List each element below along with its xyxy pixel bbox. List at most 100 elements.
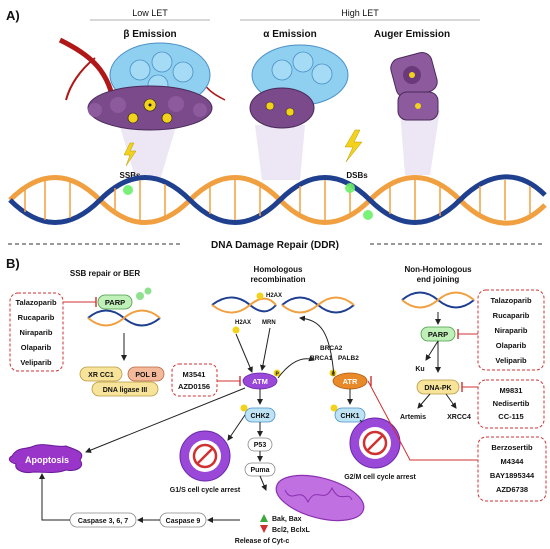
chk2-label: CHK2 [250, 413, 269, 420]
phospho-icon [256, 292, 264, 300]
alpha-tumor [249, 87, 315, 129]
artemis-label: Artemis [400, 414, 426, 421]
dnapk-inhibitor-box [477, 379, 545, 429]
bak-bax-label: Bak, Bax [272, 516, 302, 523]
g1s-cell-cycle [179, 430, 231, 482]
apoptosis-label: Apoptosis [25, 455, 69, 465]
beta-cell-cluster [87, 42, 213, 131]
ssbs-label: SSBs [120, 171, 141, 180]
auger-cells [390, 51, 439, 121]
auger-emission-label: Auger Emission [374, 29, 450, 40]
phospho-icon [232, 326, 240, 334]
p53-label: P53 [254, 442, 267, 449]
alpha-beam [255, 125, 305, 180]
damage-spark-icon [345, 183, 355, 193]
brca1-label: BRCA1 [310, 355, 333, 362]
hr-dna-break [211, 296, 355, 314]
drug-name: AZD6738 [496, 485, 528, 494]
parp-node-left [97, 294, 133, 310]
drug-name: Rucaparib [493, 311, 530, 320]
svg-text:P: P [276, 372, 280, 378]
hr-title-line2: recombination [250, 275, 305, 284]
drug-name: Veliparib [20, 358, 52, 367]
dnapk-node [416, 379, 460, 395]
caspase9-label: Caspase 9 [166, 518, 201, 525]
chk1-node [334, 407, 366, 423]
atm-label: ATM [252, 377, 268, 386]
atr-inhibitor-box [477, 436, 547, 502]
damage-spark-icon [363, 210, 373, 220]
chk1-label: CHK1 [340, 413, 359, 420]
phospho-icon [330, 404, 338, 412]
hr-title-line1: Homologous [254, 265, 303, 274]
cytc-label: Release of Cyt-c [235, 538, 290, 545]
dsbs-label: DSBs [346, 171, 368, 180]
xrcc4-label: XRCC4 [447, 414, 471, 421]
phospho-icon [329, 369, 337, 377]
parp-inhibitor-list-right: TalazoparibRucaparibNiraparibOlaparibVel… [490, 296, 532, 365]
drug-name: CC-115 [498, 412, 523, 421]
g2m-cell-cycle [349, 417, 401, 469]
mrn-label: MRN [262, 320, 276, 326]
down-arrow-icon [260, 525, 268, 533]
dnapk-label: DNA-PK [424, 385, 451, 392]
drug-name: Talazoparib [490, 296, 532, 305]
beta-emission-label: β Emission [123, 29, 176, 40]
auger-beam [400, 110, 440, 175]
ssb-repair-title: SSB repair or BER [70, 269, 140, 278]
drug-name: Niraparib [495, 326, 528, 335]
panel-a-label: A) [6, 8, 20, 23]
xrcc1-node [79, 366, 123, 382]
phospho-icon [273, 369, 281, 377]
low-let-label: Low LET [132, 8, 168, 18]
drug-name: Rucaparib [18, 313, 55, 322]
polb-node [127, 366, 165, 382]
mitochondrion [275, 474, 365, 522]
bcl2-label: Bcl2, BclxL [272, 527, 310, 534]
apoptosis-badge [8, 444, 83, 473]
up-arrow-icon [260, 514, 268, 522]
nhej-title-line1: Non-Homologous [404, 265, 472, 274]
drug-name: Olaparib [496, 341, 527, 350]
drug-name: M9831 [500, 386, 523, 395]
g1s-arrest-label: G1/S cell cycle arrest [170, 487, 241, 494]
xrcc1-label: XR CC1 [88, 372, 114, 379]
radioactive-icon [127, 98, 173, 124]
phospho-icon [240, 404, 248, 412]
atm-inhibitor-box [171, 363, 218, 397]
drug-name: Niraparib [20, 328, 53, 337]
drug-name: Talazoparib [15, 298, 57, 307]
ligase-label: DNA ligase III [103, 387, 148, 394]
alpha-emission-label: α Emission [263, 29, 316, 40]
parp-inhibitor-list-left: TalazoparibRucaparibNiraparibOlaparibVel… [15, 298, 57, 367]
drug-name: Berzosertib [491, 443, 533, 452]
damage-spark-icon [123, 185, 133, 195]
ssb-dna-strand [87, 309, 161, 327]
puma-label: Puma [250, 467, 269, 474]
beta-beam [118, 120, 178, 180]
drug-name: BAY1895344 [490, 471, 535, 480]
high-let-label: High LET [341, 8, 379, 18]
panel-b-label: B) [6, 256, 20, 271]
inhibit-line [367, 380, 478, 461]
parp-inhibitor-box-left [9, 292, 64, 372]
dna-double-helix [8, 174, 547, 226]
ddr-title: DNA Damage Repair (DDR) [211, 240, 339, 251]
drug-name: Nedisertib [493, 399, 530, 408]
lightning-bolt-icon [344, 129, 363, 163]
polb-label: POL B [135, 372, 156, 379]
nhej-dna-strand [401, 291, 475, 309]
atr-label: ATR [343, 377, 358, 386]
ligase-node [91, 381, 159, 397]
drug-name: Olaparib [21, 343, 52, 352]
parp-node-right-label: PARP [428, 330, 448, 339]
brca2-label: BRCA2 [320, 345, 343, 352]
parp-inhibitor-box-right [477, 289, 545, 371]
nhej-title-line2: end joining [417, 275, 460, 284]
drug-name: Veliparib [495, 356, 527, 365]
